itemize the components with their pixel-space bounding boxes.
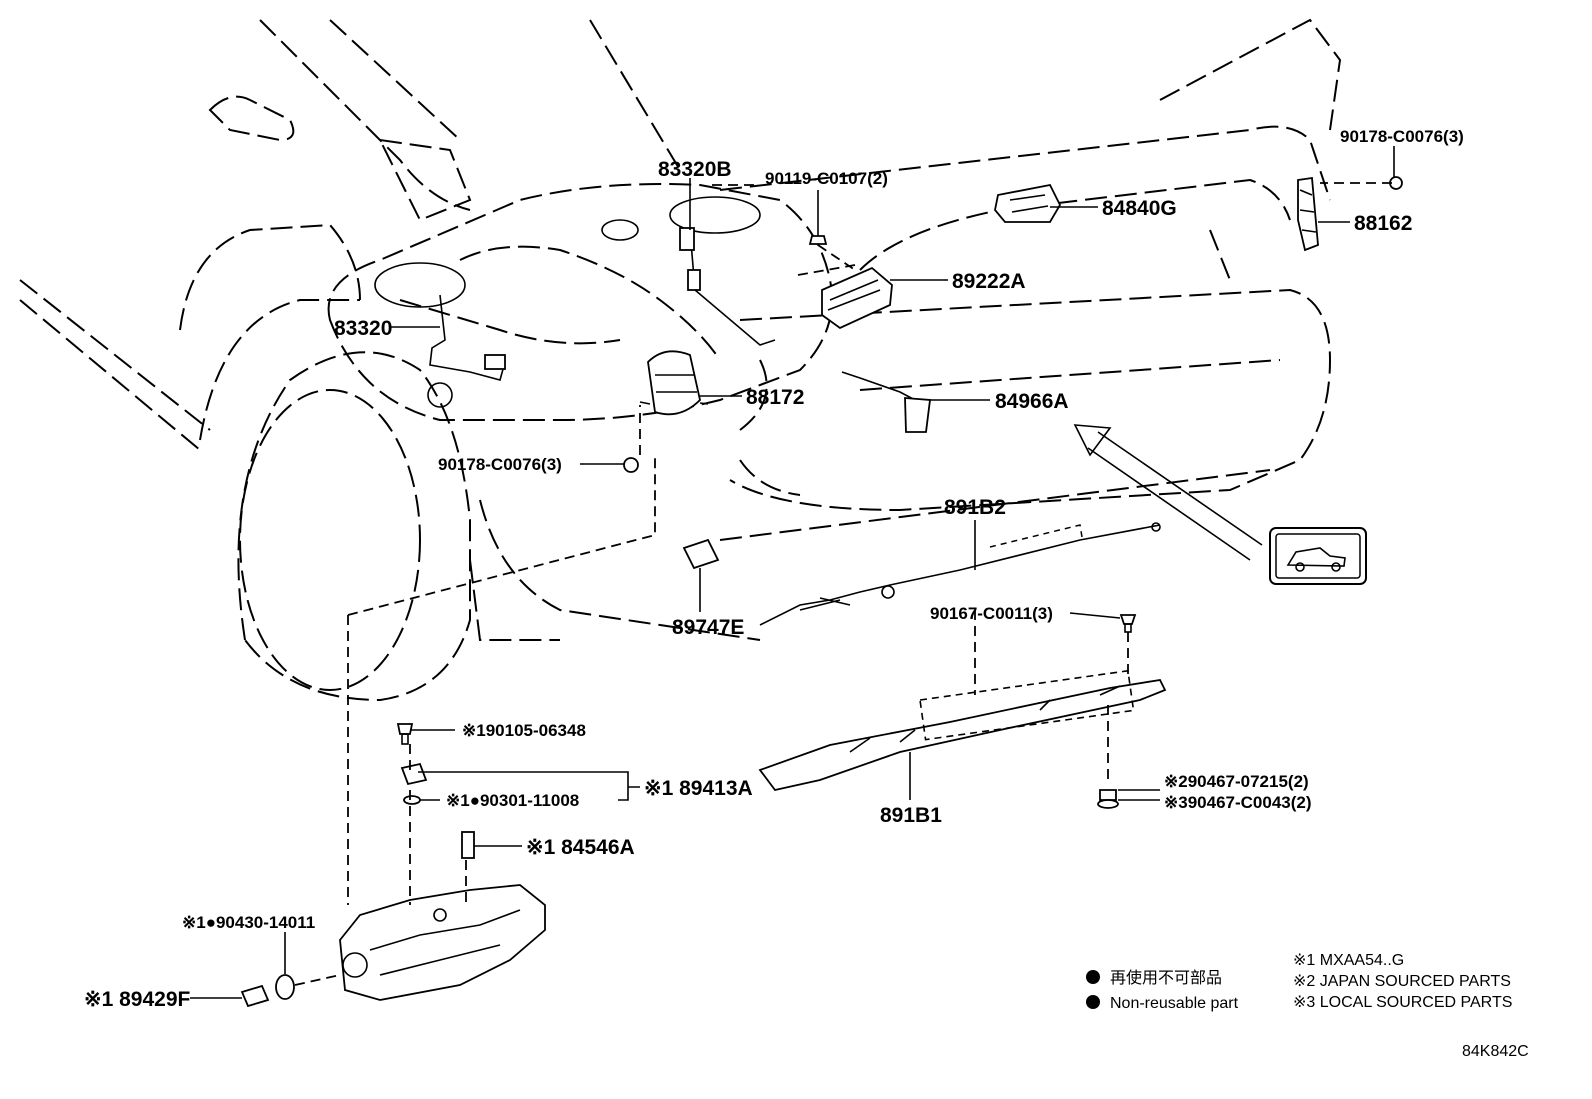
callout-90178-mid: 90178-C0076(3) xyxy=(438,455,562,474)
callout-88172: 88172 xyxy=(746,386,804,409)
callout-84840G: 84840G xyxy=(1102,197,1177,220)
callout-83320B: 83320B xyxy=(658,158,732,181)
bolt-90105 xyxy=(396,723,414,745)
callout-89413A: ※1 89413A xyxy=(644,777,753,800)
callout-90167: 90167-C0011(3) xyxy=(930,604,1053,623)
callout-90301: ※1●90301-11008 xyxy=(446,791,579,810)
non-reusable-dot-icon xyxy=(1086,970,1100,984)
callout-90467-japan: ※290467-07215(2) xyxy=(1164,772,1309,791)
gasket-90301 xyxy=(403,795,421,805)
note-1: ※1 MXAA54..G xyxy=(1293,952,1404,969)
assembly-guide-lines xyxy=(294,182,1392,986)
vehicle-body-outline xyxy=(19,18,1342,702)
legend: 再使用不可部品 Non-reusable part xyxy=(1086,969,1239,1012)
callout-89429F: ※1 89429F xyxy=(84,988,191,1011)
wire-harness-891B2 xyxy=(759,522,1161,626)
callout-88162: 88162 xyxy=(1354,212,1412,235)
callout-90467-local: ※390467-C0043(2) xyxy=(1164,793,1312,812)
callout-90430: ※1●90430-14011 xyxy=(182,913,315,932)
callout-84546A: ※1 84546A xyxy=(526,836,635,859)
bolt-90167 xyxy=(1119,614,1137,633)
callout-84966A: 84966A xyxy=(995,390,1069,413)
bracket-891B1 xyxy=(758,669,1167,792)
ecu-89222A xyxy=(821,266,893,330)
view-direction-arrow xyxy=(1073,424,1263,561)
switch-84966A xyxy=(841,371,932,433)
callout-89222A: 89222A xyxy=(952,270,1026,293)
nut-90178-mid xyxy=(623,457,639,473)
diagram-id: 84K842C xyxy=(1462,1043,1529,1060)
callout-83320: 83320 xyxy=(334,317,392,340)
fuel-sender-gauge-83320 xyxy=(429,294,506,381)
sensor-89413A xyxy=(400,762,428,786)
notes: ※1 MXAA54..G ※2 JAPAN SOURCED PARTS ※3 L… xyxy=(1293,952,1512,1011)
callout-90105: ※190105-06348 xyxy=(462,721,586,740)
switch-84840G xyxy=(994,183,1062,223)
sensor-84546A xyxy=(461,831,475,859)
callout-90119: 90119-C0107(2) xyxy=(765,169,888,188)
callout-891B2: 891B2 xyxy=(944,496,1006,519)
o-ring-90430 xyxy=(275,974,295,1000)
non-reusable-dot-icon xyxy=(1086,995,1100,1009)
vehicle-rear-view-icon xyxy=(1269,527,1367,585)
sensor-88162 xyxy=(1297,176,1319,252)
transaxle-case xyxy=(339,884,546,1001)
clip-90467 xyxy=(1097,789,1119,809)
fuel-sender-gauge-83320B xyxy=(679,227,776,346)
callout-891B1: 891B1 xyxy=(880,804,942,827)
callout-90178-top: 90178-C0076(3) xyxy=(1340,127,1464,146)
sensor-89429F xyxy=(240,984,270,1008)
note-2: ※2 JAPAN SOURCED PARTS xyxy=(1293,973,1511,990)
bolt-90119 xyxy=(808,235,828,245)
legend-non-reusable-en: Non-reusable part xyxy=(1110,995,1239,1012)
sensor-89747E xyxy=(682,538,720,570)
callout-89747E: 89747E xyxy=(672,616,744,639)
note-3: ※3 LOCAL SOURCED PARTS xyxy=(1293,994,1512,1011)
leader-lines xyxy=(190,146,1395,999)
buzzer-88172 xyxy=(639,350,709,416)
legend-non-reusable-jp: 再使用不可部品 xyxy=(1110,969,1222,987)
